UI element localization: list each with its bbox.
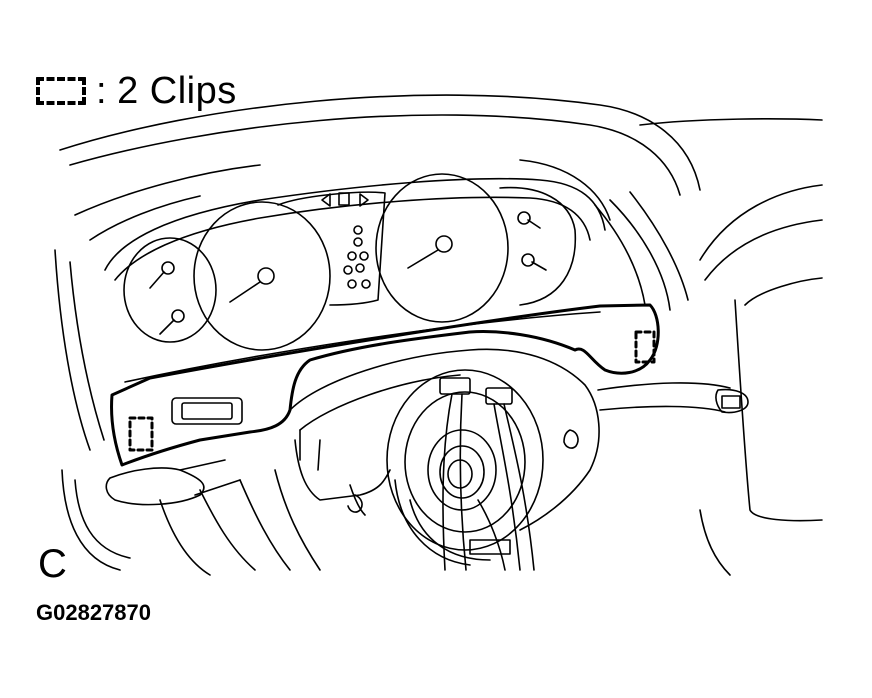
gauge-speedometer [194,202,330,350]
dashed-rectangle-clip-icon [36,77,86,105]
steering-column-cover [290,349,599,530]
gauge-small-right [500,188,575,305]
clip-marker-right [636,332,654,362]
cluster-hood [105,179,605,280]
cluster-finish-panel [112,305,659,465]
right-lever-switch [598,383,748,413]
clip-legend: : 2 Clips [36,72,237,110]
dashboard-upper-panel [60,95,822,310]
gauge-small-upper-left [124,238,216,342]
right-dash-panel [700,185,822,575]
clip-marker-left [130,418,152,450]
left-lever-switch [106,460,240,505]
spiral-cable [387,370,543,565]
left-dash-panel [55,250,320,575]
finish-panel-details [125,312,600,424]
indicator-panel [278,192,385,305]
wire-harness [440,378,534,570]
gauge-tachometer [376,174,508,322]
legend-separator: : [96,70,108,112]
view-label: C [38,542,67,586]
legend-label: 2 Clips [117,70,237,112]
figure-code: G02827870 [36,600,151,625]
